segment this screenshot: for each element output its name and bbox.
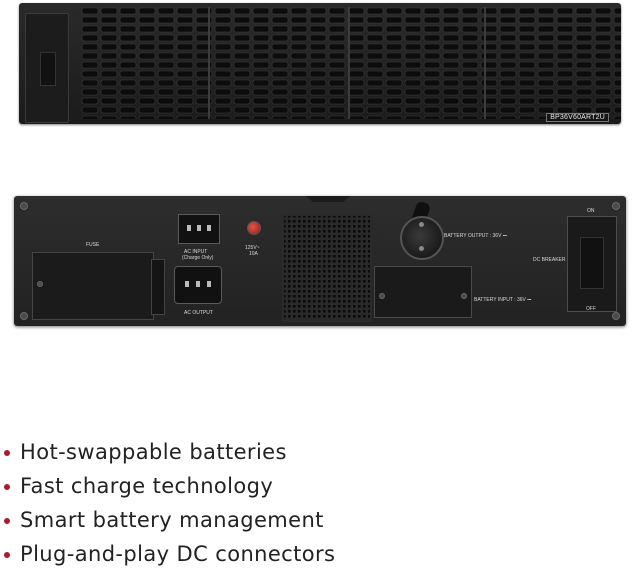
model-label: BP36V60ART2U bbox=[546, 113, 609, 122]
fan-vent-icon bbox=[282, 214, 372, 322]
battery-output-label: BATTERY OUTPUT : 36V ⎓ bbox=[444, 233, 507, 239]
bullet-icon bbox=[4, 518, 10, 524]
ac-input-sublabel: (Charge Only) bbox=[182, 255, 214, 261]
fuse-label: FUSE bbox=[86, 242, 100, 248]
front-vent-grille bbox=[81, 7, 621, 119]
dc-breaker-label: DC BREAKER bbox=[533, 257, 566, 263]
bullet-icon bbox=[4, 484, 10, 490]
feature-text: Fast charge technology bbox=[20, 474, 274, 498]
battery-output-connector bbox=[400, 216, 444, 260]
screw-icon bbox=[20, 312, 28, 320]
fuse-cover bbox=[32, 252, 165, 320]
ac-output-socket bbox=[174, 266, 222, 304]
connector-dot bbox=[419, 222, 424, 227]
list-item: Hot-swappable batteries bbox=[0, 436, 640, 470]
screw-icon bbox=[461, 293, 467, 299]
ac-input-label: AC INPUT bbox=[184, 249, 208, 255]
list-item: Smart battery management bbox=[0, 504, 640, 538]
ac-output-label: AC OUTPUT bbox=[184, 310, 213, 316]
feature-list: Hot-swappable batteries Fast charge tech… bbox=[0, 436, 640, 572]
screw-icon bbox=[37, 281, 43, 287]
feature-text: Hot-swappable batteries bbox=[20, 440, 287, 464]
reset-button[interactable] bbox=[247, 221, 261, 235]
breaker-on-label: ON bbox=[587, 208, 595, 214]
dc-breaker bbox=[567, 216, 617, 312]
socket-pin bbox=[185, 281, 189, 287]
screw-icon bbox=[612, 202, 620, 210]
reset-rating-label: 125V~ bbox=[245, 245, 260, 251]
dc-breaker-switch[interactable] bbox=[580, 237, 604, 289]
rear-top-notch bbox=[306, 196, 350, 202]
socket-pin bbox=[187, 225, 191, 231]
screw-icon bbox=[612, 312, 620, 320]
battery-input-label: BATTERY INPUT : 36V ⎓ bbox=[474, 297, 532, 303]
battery-pack-front-panel: BP36V60ART2U bbox=[19, 3, 621, 124]
socket-pin bbox=[197, 225, 201, 231]
fuse-cover-tab bbox=[151, 259, 165, 315]
battery-pack-rear-panel: FUSE AC INPUT (Charge Only) AC OUTPUT 12… bbox=[14, 196, 626, 326]
battery-input-cover bbox=[374, 266, 472, 318]
list-item: Plug-and-play DC connectors bbox=[0, 538, 640, 572]
bullet-icon bbox=[4, 450, 10, 456]
screw-icon bbox=[379, 293, 385, 299]
list-item: Fast charge technology bbox=[0, 470, 640, 504]
left-handle bbox=[25, 13, 69, 123]
socket-pin bbox=[207, 281, 211, 287]
handle-grip bbox=[40, 52, 56, 86]
socket-pin bbox=[196, 281, 200, 287]
reset-current-label: 10A bbox=[249, 251, 258, 257]
ac-input-socket bbox=[178, 214, 220, 244]
breaker-off-label: OFF bbox=[586, 306, 596, 312]
connector-dot bbox=[419, 246, 424, 251]
socket-pin bbox=[207, 225, 211, 231]
feature-text: Plug-and-play DC connectors bbox=[20, 542, 336, 566]
feature-text: Smart battery management bbox=[20, 508, 324, 532]
screw-icon bbox=[20, 202, 28, 210]
bullet-icon bbox=[4, 552, 10, 558]
